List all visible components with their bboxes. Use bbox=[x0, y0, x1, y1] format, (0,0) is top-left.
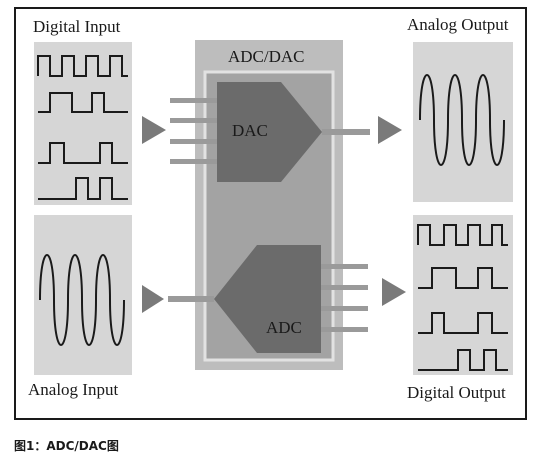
input-arrow-dac bbox=[142, 116, 166, 144]
analog-input-sine bbox=[39, 254, 125, 346]
output-arrow-dac bbox=[378, 116, 402, 144]
analog-output-sine bbox=[419, 74, 505, 166]
dac-block bbox=[217, 82, 322, 182]
analog-input-label: Analog Input bbox=[28, 380, 118, 399]
digital-output-waveforms bbox=[417, 224, 508, 371]
input-arrow-adc bbox=[142, 285, 164, 313]
output-arrow-adc bbox=[382, 278, 406, 306]
chip-label: ADC/DAC bbox=[228, 47, 305, 66]
adc-block bbox=[214, 245, 321, 353]
adc-input-wire bbox=[168, 296, 214, 302]
digital-output-label: Digital Output bbox=[407, 383, 506, 402]
dac-input-bus bbox=[170, 98, 217, 164]
digital-input-label: Digital Input bbox=[33, 17, 121, 36]
adc-output-bus bbox=[321, 264, 368, 332]
digital-input-waveforms bbox=[37, 55, 128, 200]
figure-caption: 图1：ADC/DAC图 bbox=[14, 439, 119, 453]
analog-output-label: Analog Output bbox=[407, 15, 509, 34]
dac-label: DAC bbox=[232, 121, 268, 140]
adc-label: ADC bbox=[266, 318, 302, 337]
analog-input-panel bbox=[34, 215, 132, 375]
dac-output-wire bbox=[322, 129, 370, 135]
digital-input-panel bbox=[34, 42, 132, 205]
